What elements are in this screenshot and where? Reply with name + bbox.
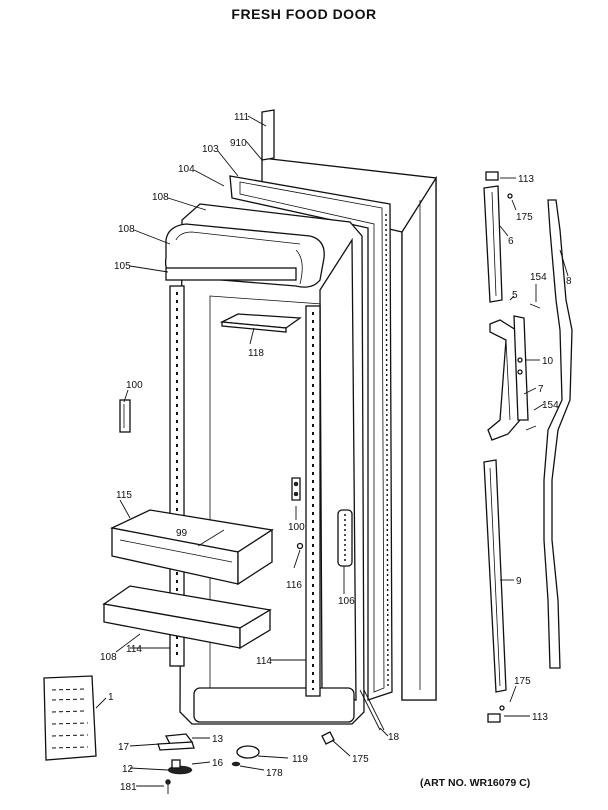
callout-100-clip: 100	[288, 522, 305, 533]
part-106	[337, 509, 353, 567]
callout-113-top: 113	[518, 174, 534, 185]
dairy-compartment	[164, 223, 325, 288]
callout-105: 105	[114, 261, 131, 272]
door-gasket	[229, 175, 393, 701]
callout-175-top: 175	[516, 212, 533, 223]
callout-113-bottom: 113	[532, 712, 548, 723]
callout-103: 103	[202, 144, 219, 155]
callout-106: 106	[338, 596, 355, 607]
door-shelf-lower	[102, 585, 272, 650]
callout-108-top: 108	[152, 192, 169, 203]
callout-17: 17	[118, 742, 130, 753]
callout-175-right: 175	[514, 676, 531, 687]
clip-100	[291, 477, 301, 501]
callout-8: 8	[566, 276, 572, 287]
callout-178: 178	[266, 768, 283, 779]
screw-154	[525, 303, 541, 431]
right-shelf-rail	[305, 305, 321, 697]
callout-108-shelf: 108	[100, 652, 117, 663]
callout-9: 9	[516, 576, 522, 587]
callout-5: 5	[512, 290, 518, 301]
callout-910: 910	[230, 138, 247, 149]
diagram-title: FRESH FOOD DOOR	[231, 6, 377, 22]
small-hardware	[157, 731, 335, 794]
art-number: (ART NO. WR16079 C)	[420, 777, 531, 789]
callout-10: 10	[542, 356, 554, 367]
small-shelf-118	[219, 313, 302, 333]
callout-116: 116	[286, 580, 302, 591]
callout-154-bottom: 154	[542, 400, 559, 411]
part-18	[359, 689, 385, 731]
door-outer-panel	[261, 109, 437, 701]
pin-116	[296, 542, 304, 550]
callout-181: 181	[120, 782, 137, 793]
callout-118: 118	[248, 348, 264, 359]
callout-6-upper: 6	[508, 236, 514, 247]
handle-bracket-upper-6	[483, 171, 513, 303]
callout-7: 7	[538, 384, 544, 395]
callout-labels: 111 910 103 104 108 108 105 118 100 115 …	[100, 112, 572, 793]
callout-111: 111	[234, 112, 250, 123]
callout-100-left: 100	[126, 380, 143, 391]
callout-18: 18	[388, 732, 400, 743]
handle-bracket-lower-9	[483, 459, 507, 723]
callout-16: 16	[212, 758, 224, 769]
callout-175-bottom: 175	[352, 754, 369, 765]
manual-booklet	[43, 675, 97, 761]
callout-154-top: 154	[530, 272, 547, 283]
callout-104: 104	[178, 164, 195, 175]
callout-119: 119	[292, 754, 308, 765]
callout-114-right: 114	[256, 656, 272, 667]
callout-115: 115	[116, 490, 132, 501]
callout-108-dairy: 108	[118, 224, 135, 235]
bracket-100-left	[119, 399, 131, 433]
callout-1: 1	[108, 692, 114, 703]
leader-lines	[95, 115, 569, 787]
handle-5	[487, 319, 521, 441]
door-shelf-upper	[109, 509, 274, 586]
callout-114-left: 114	[126, 644, 142, 655]
handle-trim-8	[543, 199, 573, 669]
callout-12: 12	[122, 764, 134, 775]
callout-99: 99	[176, 528, 188, 539]
callout-13: 13	[212, 734, 224, 745]
